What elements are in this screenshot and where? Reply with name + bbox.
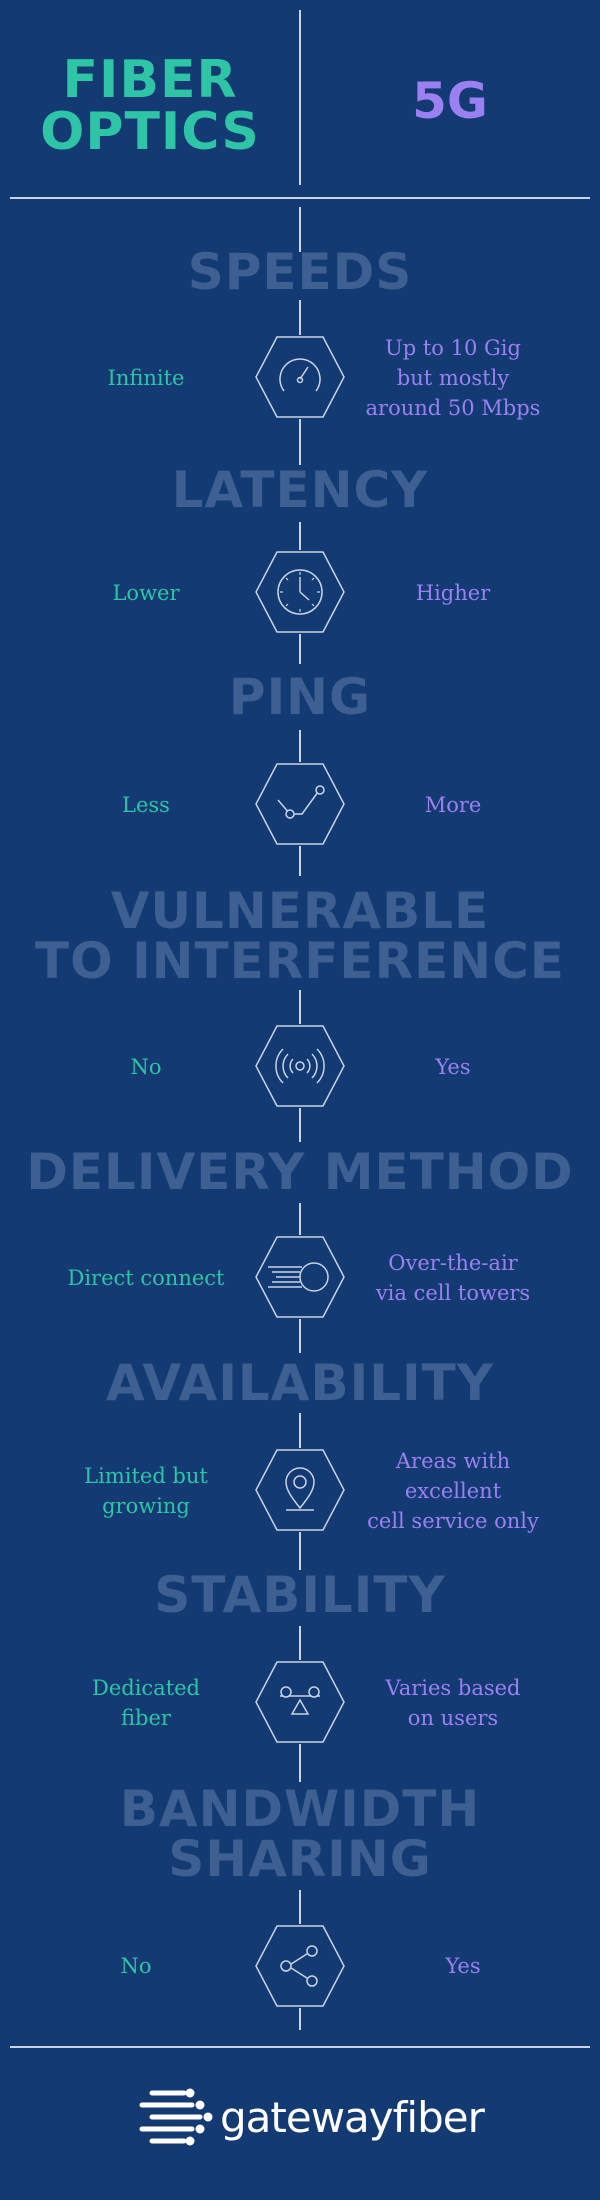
stability-5g-value: Varies based on users — [385, 1676, 521, 1730]
availability-fiber-value: Limited but growing — [84, 1464, 208, 1518]
section-title-latency: LATENCY — [171, 461, 429, 519]
connector-line — [299, 990, 301, 1024]
section-title-interference: VULNERABLE TO INTERFERENCE — [35, 882, 565, 990]
delivery-fiber-value: Direct connect — [67, 1266, 225, 1290]
share-icon — [255, 1925, 345, 2007]
balance-icon — [255, 1661, 345, 1743]
connector-line — [299, 2008, 301, 2030]
connector-line — [299, 300, 301, 335]
section-title-speeds: SPEEDS — [187, 243, 413, 301]
speeds-fiber-value: Infinite — [107, 366, 185, 390]
ping-graph-icon — [255, 763, 345, 845]
availability-5g-value: Areas with excellent cell service only — [367, 1449, 539, 1533]
section-title-stability: STABILITY — [154, 1566, 446, 1624]
ping-fiber-value: Less — [122, 793, 170, 817]
section-title-delivery-method: DELIVERY METHOD — [26, 1143, 574, 1201]
speeds-5g-value: Up to 10 Gig but mostly around 50 Mbps — [365, 336, 541, 420]
connector-line — [299, 1203, 301, 1235]
header-divider — [299, 10, 301, 185]
bottom-separator — [10, 2046, 590, 2048]
fast-delivery-icon — [255, 1236, 345, 1318]
latency-5g-value: Higher — [415, 581, 491, 605]
connector-line — [299, 207, 301, 252]
gatewayfiber-logo-icon — [139, 2088, 213, 2146]
section-title-availability: AVAILABILITY — [106, 1354, 494, 1412]
connector-line — [299, 1626, 301, 1660]
connector-line — [299, 846, 301, 876]
5g-heading: 5G — [412, 72, 488, 130]
connector-line — [299, 1413, 301, 1448]
connector-line — [299, 1319, 301, 1353]
section-title-ping: PING — [228, 668, 372, 726]
connector-line — [299, 419, 301, 465]
location-pin-icon — [255, 1449, 345, 1531]
connector-line — [299, 1108, 301, 1142]
gatewayfiber-logo: gatewayfiber — [138, 2083, 485, 2153]
bandwidth-5g-value: Yes — [445, 1954, 481, 1978]
connector-line — [299, 1744, 301, 1782]
fiber-optics-heading: FIBER OPTICS — [40, 50, 260, 162]
top-separator — [10, 197, 590, 199]
speedometer-icon — [255, 336, 345, 418]
ping-5g-value: More — [424, 793, 482, 817]
stability-fiber-value: Dedicated fiber — [91, 1676, 200, 1730]
connector-line — [299, 1532, 301, 1570]
latency-fiber-value: Lower — [112, 581, 180, 605]
connector-line — [299, 1890, 301, 1924]
delivery-5g-value: Over-the-air via cell towers — [375, 1251, 531, 1305]
gatewayfiber-wordmark: gatewayfiber — [220, 2093, 485, 2142]
clock-icon — [255, 551, 345, 633]
signal-waves-icon — [255, 1025, 345, 1107]
connector-line — [299, 634, 301, 664]
bandwidth-fiber-value: No — [120, 1954, 152, 1978]
connector-line — [299, 522, 301, 550]
interference-fiber-value: No — [130, 1055, 162, 1079]
interference-5g-value: Yes — [435, 1055, 471, 1079]
section-title-bandwidth-sharing: BANDWIDTH SHARING — [119, 1780, 481, 1888]
connector-line — [299, 730, 301, 762]
